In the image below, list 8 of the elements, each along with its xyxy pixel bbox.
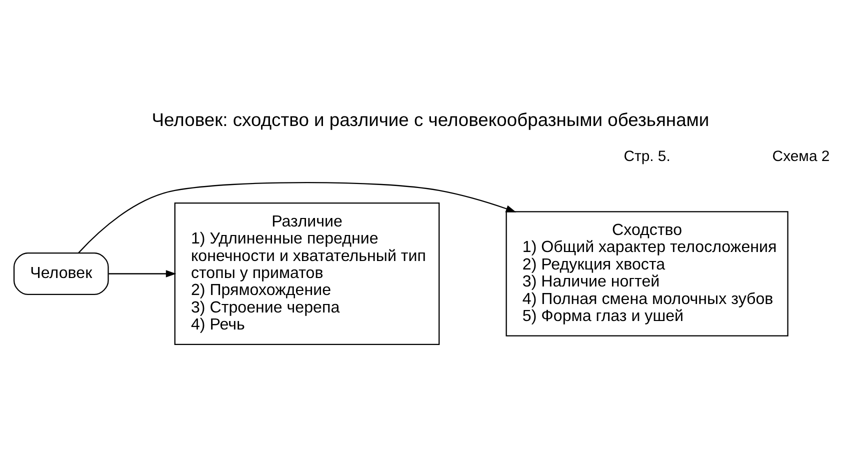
arrow xyxy=(108,270,176,277)
arrow xyxy=(78,181,516,253)
label: Схема 2 xyxy=(772,148,830,165)
node-box: Человек xyxy=(13,252,109,294)
diagram-title: Человек: сходство и различие с человекообразными обезьянами xyxy=(152,108,710,130)
label: Стр. 5. xyxy=(624,148,670,165)
node-box: Различие 1) Удлиненные передние конечности и хватательный тип стопы у приматов 2) Прямохождение 3) Строение черепа 4) Речь xyxy=(174,202,440,344)
node-box: Сходство 1) Общий характер телосложения 2) Редукция хвоста 3) Наличие ногтей 4) Полная смена молочных зубов 5) Форма глаз и ушей xyxy=(506,210,788,336)
